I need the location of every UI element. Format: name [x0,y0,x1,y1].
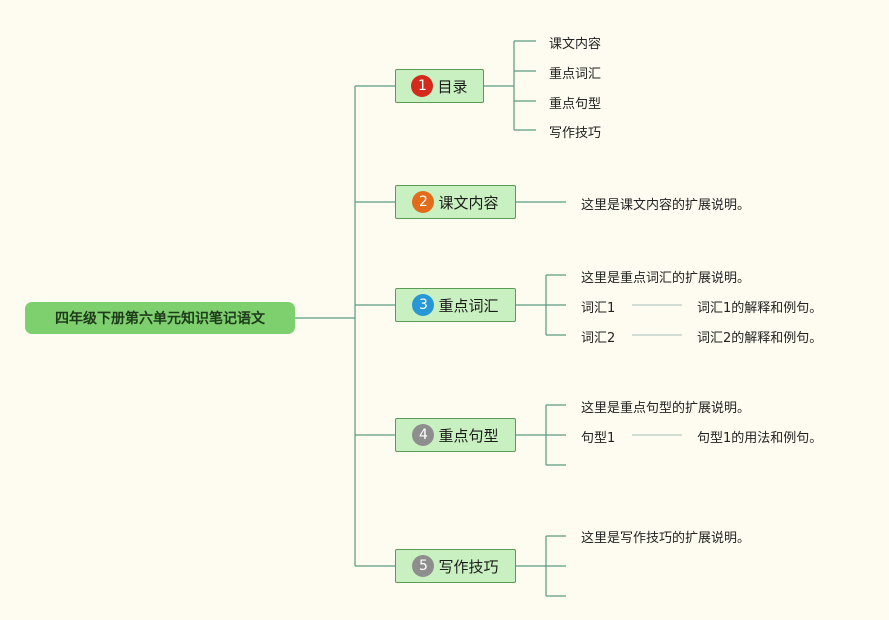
branch-toc[interactable]: 1 目录 [395,69,484,103]
b4-connector [516,404,566,466]
root-node[interactable]: 四年级下册第六单元知识笔记语文 [25,302,295,334]
b3-connector [516,274,566,336]
toc-item-key-vocabulary[interactable]: 重点词汇 [549,67,602,82]
branch-label: 目录 [437,77,468,96]
branch-key-vocabulary[interactable]: 3 重点词汇 [395,288,516,322]
vocabulary-term-2[interactable]: 词汇2 [581,331,616,346]
number-4-icon: 4 [412,424,435,446]
branch-label: 重点词汇 [438,296,499,315]
branch-key-sentences[interactable]: 4 重点句型 [395,418,516,452]
b5-connector [516,535,566,597]
sentence-explain-1[interactable]: 句型1的用法和例句。 [697,431,823,446]
number-2-icon: 2 [412,191,435,213]
toc-item-lesson-content[interactable]: 课文内容 [549,37,602,52]
branch-writing-skills[interactable]: 5 写作技巧 [395,549,516,583]
sentence-term-1[interactable]: 句型1 [581,431,616,446]
number-3-icon: 3 [412,294,435,316]
root-label: 四年级下册第六单元知识笔记语文 [55,311,265,327]
branch-label: 重点句型 [438,426,499,445]
vocabulary-term-1[interactable]: 词汇1 [581,301,616,316]
vocabulary-desc[interactable]: 这里是重点词汇的扩展说明。 [581,271,751,286]
branch-lesson-content[interactable]: 2 课文内容 [395,185,516,219]
vocabulary-explain-2[interactable]: 词汇2的解释和例句。 [697,331,823,346]
lesson-content-desc[interactable]: 这里是课文内容的扩展说明。 [581,198,751,213]
branch-label: 写作技巧 [438,557,499,576]
number-1-icon: 1 [411,75,434,97]
sentences-desc[interactable]: 这里是重点句型的扩展说明。 [581,401,751,416]
writing-skills-desc[interactable]: 这里是写作技巧的扩展说明。 [581,531,751,546]
toc-item-key-sentences[interactable]: 重点句型 [549,97,602,112]
b1-connector [484,40,536,131]
vocabulary-explain-1[interactable]: 词汇1的解释和例句。 [697,301,823,316]
toc-item-writing-skills[interactable]: 写作技巧 [549,126,602,141]
branch-label: 课文内容 [438,193,499,212]
number-5-icon: 5 [412,555,435,577]
